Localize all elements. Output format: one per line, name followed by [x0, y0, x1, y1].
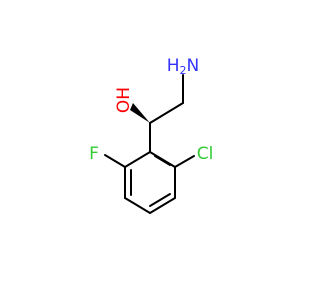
amine-label: H2N [167, 56, 200, 77]
ring-bond-2-inner [154, 155, 171, 166]
molecule-canvas: H2N OH F Cl [89, 56, 214, 214]
bond-lines [104, 74, 195, 214]
bond-ring-cl [174, 155, 195, 168]
chloro-label: Cl [197, 144, 214, 164]
ring-bond-4 [124, 197, 151, 214]
wedge-bond-oh [130, 103, 150, 123]
ring-bond-5-inner [149, 193, 171, 207]
molecule-diagram: H2N OH F Cl [89, 56, 213, 214]
hydroxyl-label: OH [114, 87, 134, 113]
bond-ring-f [104, 154, 126, 168]
ring-bond-1 [124, 151, 151, 168]
fluoro-label: F [89, 144, 99, 164]
atom-labels: H2N OH F Cl [89, 56, 213, 164]
ring-bond-5 [149, 197, 176, 214]
bond-ch2-cchiral [149, 102, 184, 124]
